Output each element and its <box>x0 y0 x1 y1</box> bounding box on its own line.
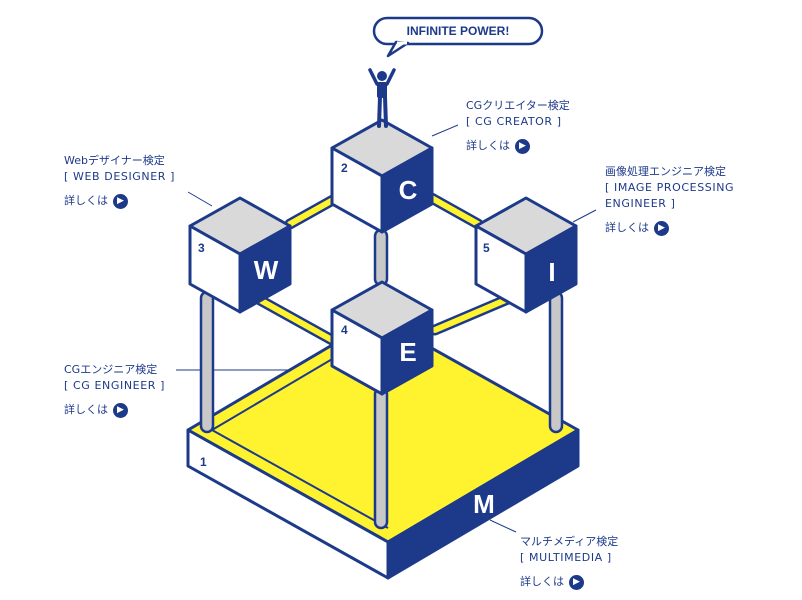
label-web-designer-title: Webデザイナー検定 <box>64 154 165 167</box>
image-processing-details-link[interactable]: 詳しくは ▶ <box>605 220 734 236</box>
label-cg-engineer-title: CGエンジニア検定 <box>64 363 158 376</box>
cg-creator-details-text: 詳しくは <box>466 139 510 152</box>
label-cg-engineer-subtitle: [ CG ENGINEER ] <box>64 379 165 392</box>
person-figure <box>368 68 396 128</box>
cube-e[interactable] <box>330 280 434 396</box>
image-processing-details-text: 詳しくは <box>605 221 649 234</box>
arrow-right-icon: ▶ <box>113 402 128 418</box>
cg-engineer-details-text: 詳しくは <box>64 403 108 416</box>
label-multimedia-subtitle: [ MULTIMEDIA ] <box>520 551 612 564</box>
cube-e-letter: E <box>399 337 416 367</box>
cg-creator-details-link[interactable]: 詳しくは ▶ <box>466 138 570 154</box>
arrow-right-icon: ▶ <box>515 138 530 154</box>
web-designer-details-link[interactable]: 詳しくは ▶ <box>64 193 175 209</box>
cube-c-number: 2 <box>341 161 348 175</box>
web-designer-details-text: 詳しくは <box>64 194 108 207</box>
cube-i-letter: I <box>548 257 555 287</box>
arrow-right-icon: ▶ <box>113 193 128 209</box>
label-cg-creator: CGクリエイター検定 [ CG CREATOR ] 詳しくは ▶ <box>466 98 570 154</box>
label-web-designer: Webデザイナー検定 [ WEB DESIGNER ] 詳しくは ▶ <box>64 153 175 209</box>
cube-w[interactable] <box>188 196 292 314</box>
label-web-designer-subtitle: [ WEB DESIGNER ] <box>64 170 176 183</box>
label-image-processing: 画像処理エンジニア検定 [ IMAGE PROCESSING ENGINEER … <box>605 164 734 236</box>
speech-bubble: INFINITE POWER! <box>372 16 544 58</box>
label-image-processing-title: 画像処理エンジニア検定 <box>605 165 726 178</box>
cube-w-number: 3 <box>198 241 205 255</box>
cube-c[interactable] <box>330 118 434 234</box>
label-image-processing-subtitle1: [ IMAGE PROCESSING <box>605 181 735 194</box>
cube-w-letter: W <box>254 255 279 285</box>
cg-engineer-details-link[interactable]: 詳しくは ▶ <box>64 402 165 418</box>
arrow-right-icon: ▶ <box>569 574 584 590</box>
label-image-processing-subtitle2: ENGINEER ] <box>605 197 676 210</box>
cube-i[interactable] <box>474 196 578 314</box>
label-cg-engineer: CGエンジニア検定 [ CG ENGINEER ] 詳しくは ▶ <box>64 362 165 418</box>
arrow-right-icon: ▶ <box>654 220 669 236</box>
platform-number: 1 <box>200 455 207 469</box>
label-cg-creator-title: CGクリエイター検定 <box>466 99 570 112</box>
label-cg-creator-subtitle: [ CG CREATOR ] <box>466 115 562 128</box>
cube-i-number: 5 <box>483 241 490 255</box>
label-multimedia-title: マルチメディア検定 <box>520 535 619 548</box>
cube-e-number: 4 <box>341 323 348 337</box>
multimedia-details-link[interactable]: 詳しくは ▶ <box>520 574 618 590</box>
multimedia-details-text: 詳しくは <box>520 575 564 588</box>
cube-c-letter: C <box>399 175 418 205</box>
connector-rods <box>254 190 521 346</box>
label-multimedia: マルチメディア検定 [ MULTIMEDIA ] 詳しくは ▶ <box>520 534 618 590</box>
speech-bubble-text: INFINITE POWER! <box>407 24 510 38</box>
platform-m-letter: M <box>473 489 495 519</box>
